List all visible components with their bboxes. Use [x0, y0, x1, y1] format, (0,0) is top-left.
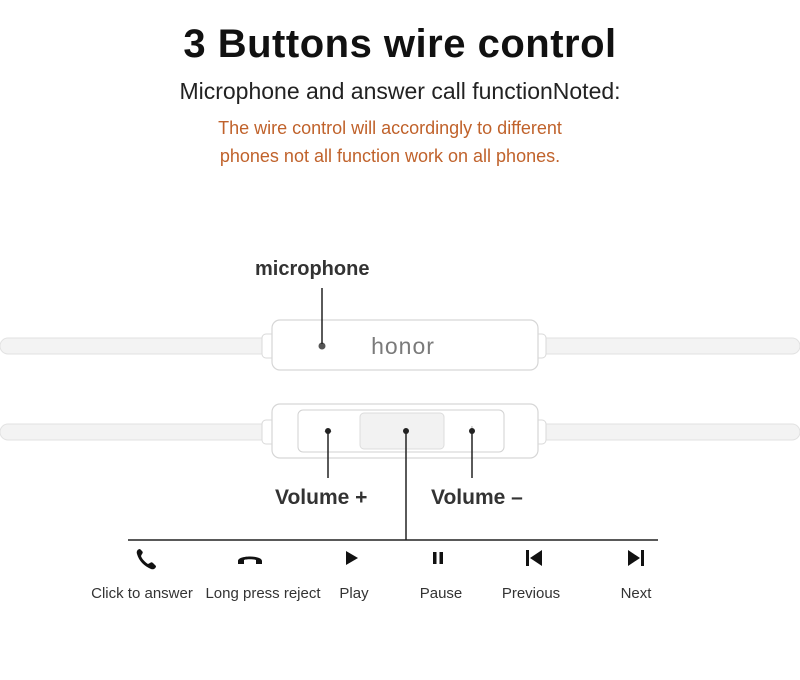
button-unit: + |: [0, 403, 800, 459]
phone-answer-icon: [136, 549, 156, 570]
note-line-2: phones not all function work on all phon…: [219, 146, 561, 166]
volume-plus-label: Volume +: [275, 486, 368, 509]
page-title: 3 Buttons wire control: [183, 22, 617, 66]
phone-hangup-icon: [238, 556, 262, 564]
next-icon: [628, 550, 644, 566]
play-icon: [346, 551, 358, 565]
previous-icon: [526, 550, 542, 566]
microphone-unit: honor: [0, 319, 800, 371]
function-label-pause: Pause: [419, 585, 463, 602]
page-subtitle: Microphone and answer call functionNoted…: [179, 78, 621, 104]
center-button[interactable]: [359, 412, 445, 450]
brand-logo: honor: [371, 333, 435, 359]
function-label-previous: Previous: [501, 585, 561, 602]
microphone-hole: [318, 342, 326, 350]
microphone-label: microphone: [255, 258, 370, 280]
note-line-1: The wire control will accordingly to dif…: [218, 118, 562, 138]
pause-icon: [433, 552, 443, 564]
volume-minus-label: Volume –: [431, 486, 523, 509]
function-label-reject: Long press reject: [205, 585, 321, 602]
function-label-play: Play: [339, 585, 369, 602]
function-label-answer: Click to answer: [91, 585, 193, 602]
function-label-next: Next: [620, 585, 652, 602]
